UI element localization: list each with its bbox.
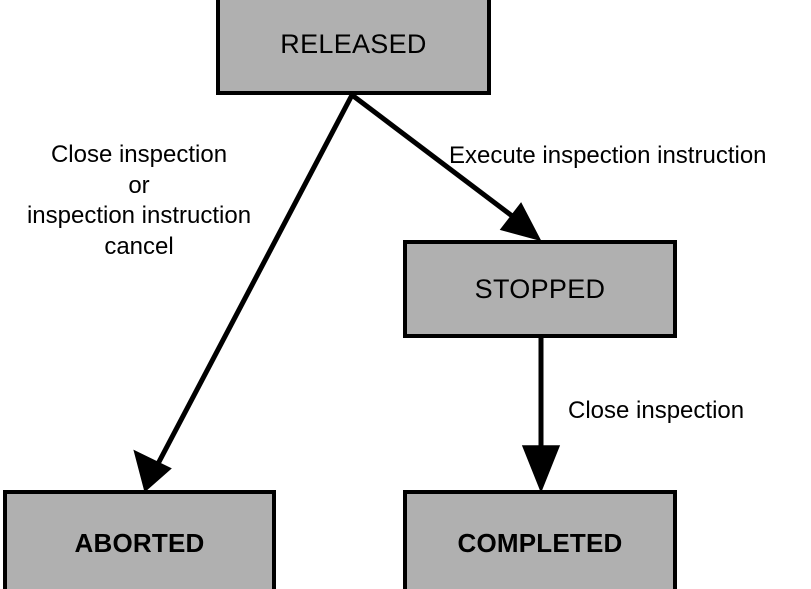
transition-label-released-to-aborted: Close inspection or inspection instructi…	[0, 140, 278, 263]
transition-label-line: cancel	[104, 233, 174, 261]
state-label-stopped: STOPPED	[474, 273, 606, 304]
transition-label-line: inspection instruction	[26, 202, 252, 230]
transition-label-line: or	[128, 171, 150, 199]
transition-label-stopped-to-completed: Close inspection	[568, 397, 745, 424]
state-node-completed[interactable]: COMPLETED	[403, 490, 677, 589]
arrow-stopped-to-completed	[521, 338, 561, 494]
state-node-released[interactable]: RELEASED	[216, 0, 491, 95]
state-node-stopped[interactable]: STOPPED	[403, 240, 677, 338]
state-label-released: RELEASED	[280, 29, 427, 59]
state-label-aborted: ABORTED	[74, 527, 205, 558]
state-label-completed: COMPLETED	[457, 527, 623, 558]
state-node-aborted[interactable]: ABORTED	[3, 490, 276, 589]
transition-label-released-to-stopped: Execute inspection instruction	[449, 142, 767, 169]
transition-label-line: Close inspection	[50, 141, 228, 168]
